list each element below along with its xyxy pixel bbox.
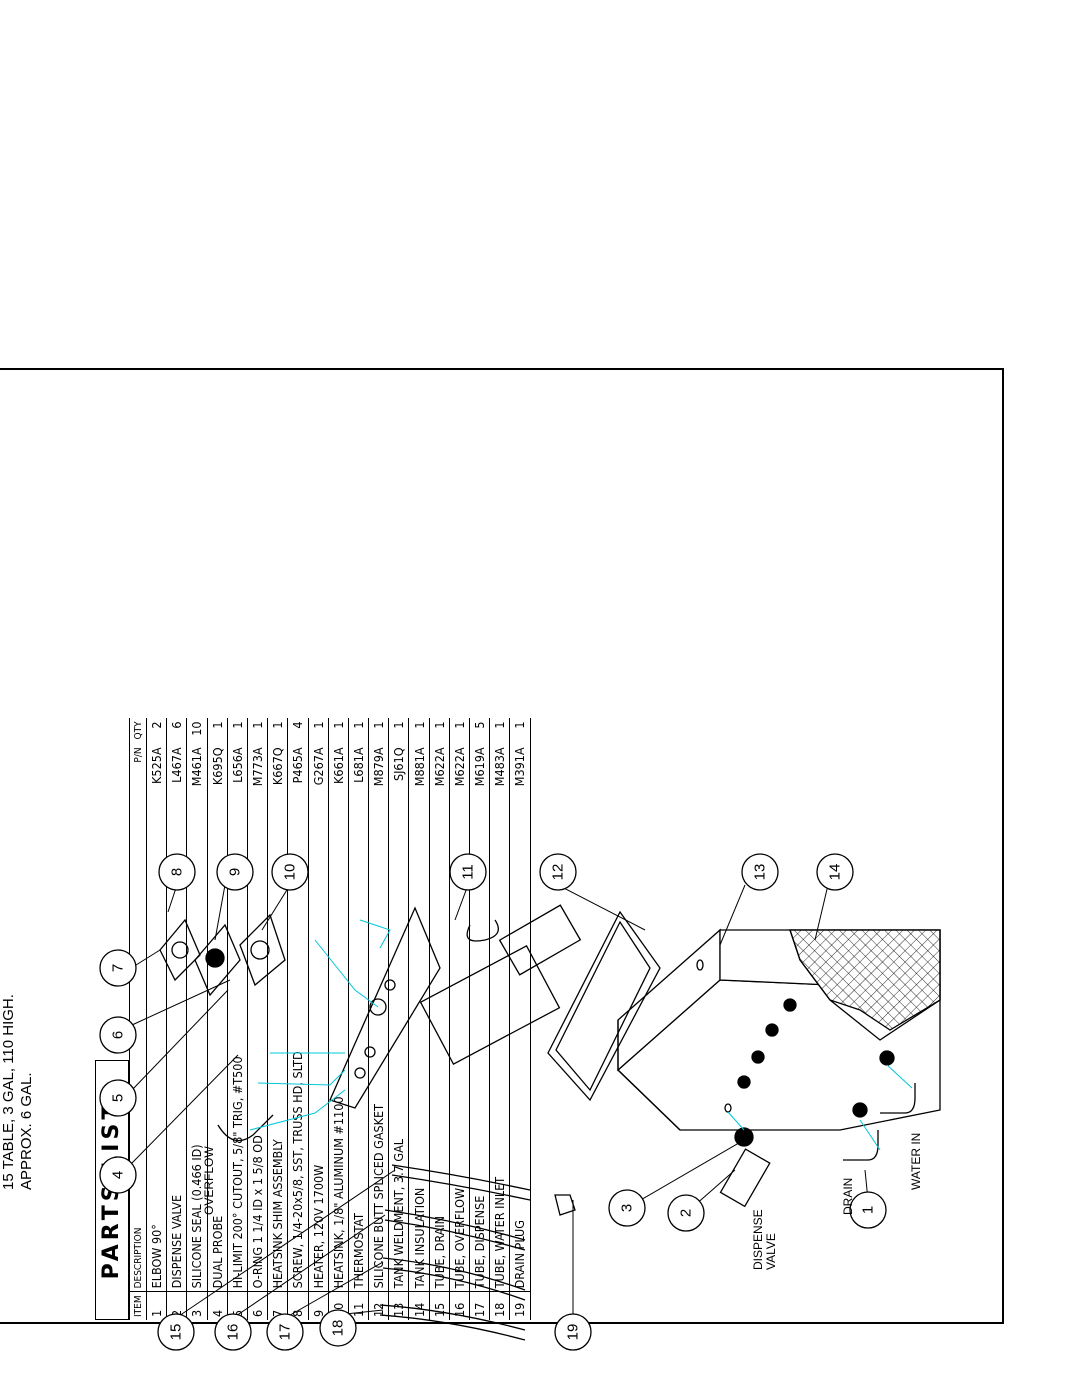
callout-number: 2 <box>678 1209 695 1217</box>
gasket <box>547 910 661 1102</box>
callout-number: 7 <box>110 964 127 972</box>
drawing-frame <box>0 368 1004 1324</box>
tubes <box>379 1164 531 1341</box>
callout-number: 10 <box>282 864 299 881</box>
callout-19: 19 <box>554 1313 592 1351</box>
callout-number: 9 <box>227 868 244 876</box>
callout-number: 1 <box>860 1206 877 1214</box>
callout-9: 9 <box>216 853 254 891</box>
callout-18: 18 <box>319 1309 357 1347</box>
leaders <box>249 919 913 1151</box>
callout-leaders <box>127 884 870 1319</box>
callout-number: 5 <box>110 1094 127 1102</box>
callout-11: 11 <box>449 853 487 891</box>
callout-number: 17 <box>277 1324 294 1341</box>
thermostat <box>466 904 582 976</box>
callout-number: 11 <box>460 864 477 880</box>
drain-plug <box>554 1194 576 1216</box>
callout-12: 12 <box>539 853 577 891</box>
overflow-elbow <box>217 1114 274 1142</box>
callout-16: 16 <box>214 1313 252 1351</box>
callout-2: 2 <box>667 1194 705 1232</box>
callout-17: 17 <box>266 1313 304 1351</box>
callout-number: 15 <box>168 1324 185 1341</box>
callout-10: 10 <box>271 853 309 891</box>
callout-1: 1 <box>849 1191 887 1229</box>
callout-number: 8 <box>169 868 186 876</box>
callout-4: 4 <box>99 1156 137 1194</box>
label-water-in: WATER IN <box>909 1132 923 1190</box>
callout-3: 3 <box>608 1189 646 1227</box>
callout-number: 14 <box>827 864 844 881</box>
callout-number: 4 <box>110 1171 127 1179</box>
callout-5: 5 <box>99 1079 137 1117</box>
label-drain: DRAIN <box>841 1177 855 1215</box>
callout-number: 3 <box>619 1204 636 1212</box>
callout-number: 6 <box>110 1031 127 1039</box>
label-dispense-line2: VALVE <box>764 1233 778 1270</box>
heatsink-shims <box>159 913 286 997</box>
callout-number: 16 <box>225 1324 242 1341</box>
heater-plate <box>329 906 561 1109</box>
callout-14: 14 <box>816 853 854 891</box>
label-dispense-valve: DISPENSE VALVE <box>751 1209 778 1270</box>
callout-6: 6 <box>99 1016 137 1054</box>
label-overflow: OVERFLOW <box>202 1146 216 1215</box>
callout-number: 19 <box>565 1324 582 1341</box>
callout-7: 7 <box>99 949 137 987</box>
callout-8: 8 <box>158 853 196 891</box>
callout-13: 13 <box>741 853 779 891</box>
callout-number: 12 <box>550 864 567 881</box>
callout-number: 18 <box>330 1320 347 1337</box>
dispense-valve <box>719 1127 771 1208</box>
elbow-inlet <box>880 1083 916 1114</box>
callout-number: 13 <box>752 864 769 881</box>
elbow-drain <box>843 1130 879 1161</box>
callout-15: 15 <box>157 1313 195 1351</box>
tank-weldment <box>617 928 941 1131</box>
